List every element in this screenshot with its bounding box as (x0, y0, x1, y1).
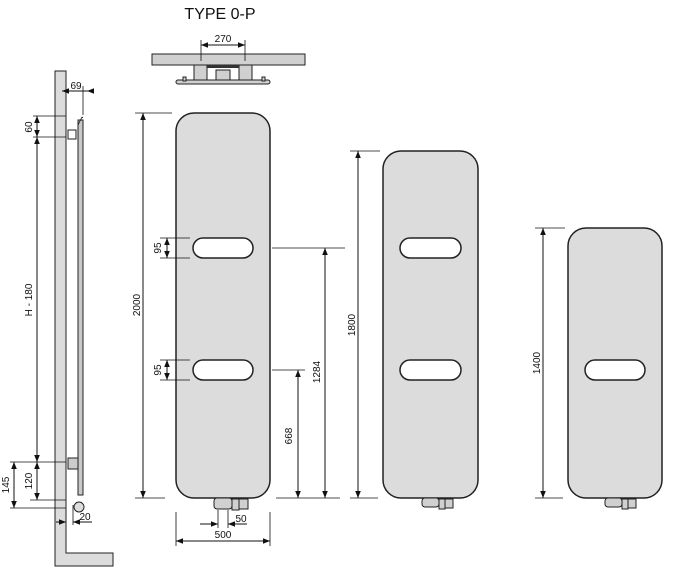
drawing-title: TYPE 0-P (184, 6, 255, 23)
dim-95-lower: 95 (153, 364, 164, 376)
dim-500: 500 (215, 530, 232, 541)
dim-2000: 2000 (132, 293, 143, 316)
radiator-1800: 1800 (347, 150, 479, 510)
dim-120: 120 (24, 472, 35, 489)
dim-1800: 1800 (347, 313, 358, 336)
dim-h-180: H - 180 (24, 283, 35, 316)
dim-668: 668 (284, 427, 295, 444)
dim-270: 270 (215, 34, 232, 45)
dim-50: 50 (235, 514, 247, 525)
radiator-1400: 1400 (532, 227, 663, 510)
dim-60: 60 (24, 121, 35, 133)
dim-145: 145 (1, 476, 12, 493)
dim-95-upper: 95 (153, 242, 164, 254)
side-view: 69 60 H - 180 120 145 20 (1, 70, 114, 567)
dim-1284: 1284 (312, 360, 323, 383)
dim-69: 69 (70, 81, 82, 92)
dim-20: 20 (79, 512, 91, 523)
radiator-2000: 2000 95 95 1284 668 50 500 (132, 112, 345, 546)
top-view: 270 (151, 34, 306, 85)
dim-1400: 1400 (532, 351, 543, 374)
